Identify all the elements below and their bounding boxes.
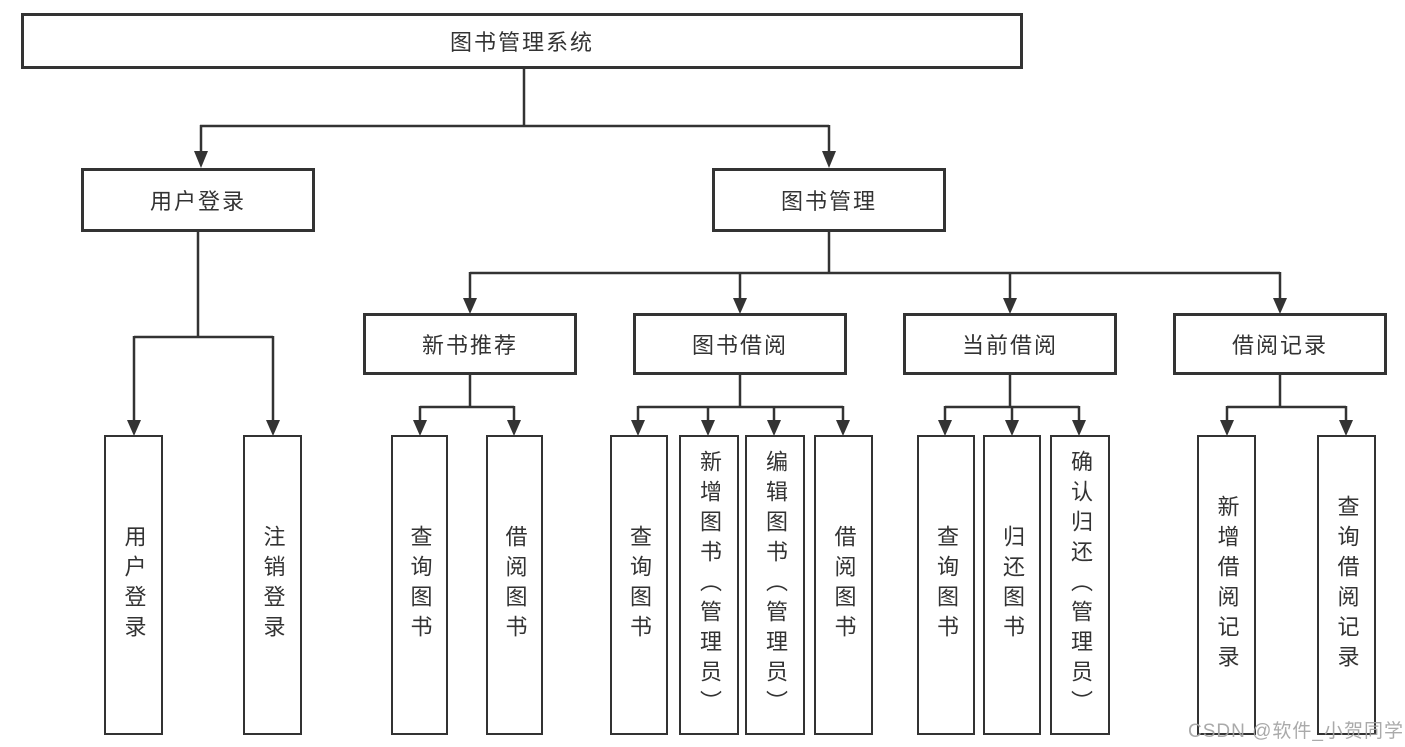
leaf-query-books-recommend: 查询图书 — [391, 435, 448, 735]
node-book-borrowing: 图书借阅 — [633, 313, 847, 375]
leaf-user-login: 用户登录 — [104, 435, 163, 735]
node-system-root: 图书管理系统 — [21, 13, 1023, 69]
leaf-return-book: 归还图书 — [983, 435, 1041, 735]
node-borrowing-records: 借阅记录 — [1173, 313, 1387, 375]
csdn-watermark: CSDN @软件_小贺同学 — [1188, 721, 1404, 742]
leaf-borrow-books-recommend: 借阅图书 — [486, 435, 543, 735]
node-new-book-recommend: 新书推荐 — [363, 313, 577, 375]
leaf-borrow-books: 借阅图书 — [814, 435, 873, 735]
leaf-add-borrow-record: 新增借阅记录 — [1197, 435, 1256, 735]
leaf-edit-book-admin: 编辑图书（管理员） — [745, 435, 805, 735]
node-current-borrowing: 当前借阅 — [903, 313, 1117, 375]
leaf-logout: 注销登录 — [243, 435, 302, 735]
leaf-query-borrow-record: 查询借阅记录 — [1317, 435, 1376, 735]
leaf-add-book-admin: 新增图书（管理员） — [679, 435, 739, 735]
leaf-confirm-return-admin: 确认归还（管理员） — [1050, 435, 1110, 735]
leaf-query-books-current: 查询图书 — [917, 435, 975, 735]
node-user-login: 用户登录 — [81, 168, 315, 232]
node-book-management: 图书管理 — [712, 168, 946, 232]
leaf-query-books-borrow: 查询图书 — [610, 435, 668, 735]
